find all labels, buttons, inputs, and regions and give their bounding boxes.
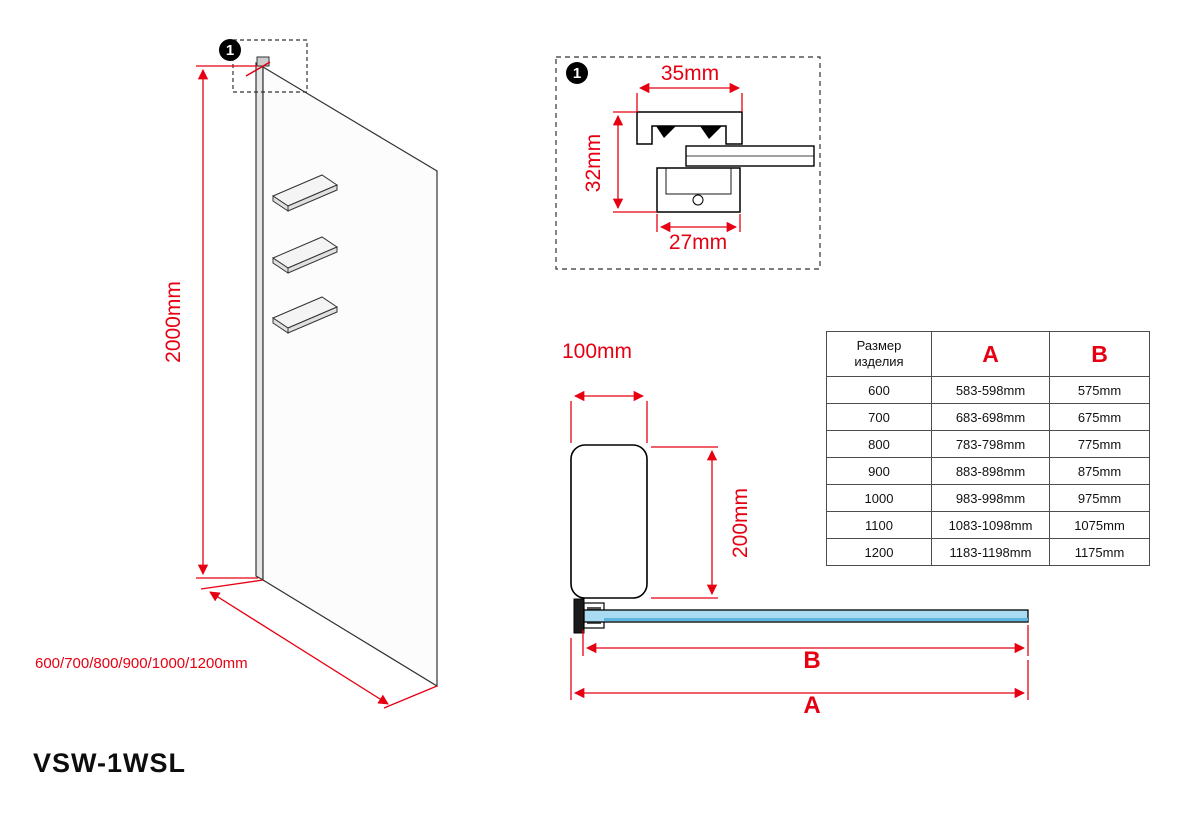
channel-tab-right: [700, 126, 722, 139]
cell-size: 900: [826, 457, 932, 485]
detail-callout-circle: [566, 62, 588, 84]
table-row: 1200 1183-1198mm 1175mm: [826, 538, 1150, 566]
table-row: 1000 983-998mm 975mm: [826, 484, 1150, 512]
cell-size: 600: [826, 376, 932, 404]
detail-dashed-box: [555, 56, 821, 270]
size-table-header: Размер изделия A B: [826, 331, 1150, 377]
profile-top-cap: [256, 56, 270, 67]
height-label: 2000mm: [162, 281, 185, 363]
dim-27-label: 27mm: [669, 231, 727, 254]
cell-a: 1183-1198mm: [931, 538, 1050, 566]
dim-100-label: 100mm: [562, 340, 632, 363]
table-row: 700 683-698mm 675mm: [826, 403, 1150, 431]
dim-width: [200, 579, 438, 709]
wall-channel-section: [636, 111, 743, 145]
cell-a: 1083-1098mm: [931, 511, 1050, 539]
profile-plan-body: [570, 444, 648, 599]
cell-size: 700: [826, 403, 932, 431]
cell-b: 775mm: [1049, 430, 1150, 458]
product-model-title: VSW-1WSL: [33, 748, 186, 778]
cell-a: 683-698mm: [931, 403, 1050, 431]
cell-size: 800: [826, 430, 932, 458]
cell-b: 1075mm: [1049, 511, 1150, 539]
cell-a: 583-598mm: [931, 376, 1050, 404]
dim-35-label: 35mm: [661, 62, 719, 85]
detail-callout-number: 1: [573, 65, 581, 82]
header-col-b: B: [1049, 331, 1150, 377]
callout-number: 1: [226, 42, 234, 59]
size-table: Размер изделия A B 600 583-598mm 575mm 7…: [826, 331, 1150, 566]
plan-view: 100mm 200mm B: [562, 340, 1029, 719]
cell-a: 983-998mm: [931, 484, 1050, 512]
cell-b: 1175mm: [1049, 538, 1150, 566]
front-view: 1 2000mm 600/700/800/900/1000/1200mm: [35, 39, 438, 709]
cell-b: 975mm: [1049, 484, 1150, 512]
cell-size: 1100: [826, 511, 932, 539]
width-label: 600/700/800/900/1000/1200mm: [35, 655, 248, 672]
cell-b: 675mm: [1049, 403, 1150, 431]
detail-view: 1 35mm 32mm 27mm: [555, 56, 821, 270]
channel-tab-left: [656, 126, 676, 138]
table-row: 900 883-898mm 875mm: [826, 457, 1150, 485]
dim-35: [636, 82, 743, 112]
cell-size: 1200: [826, 538, 932, 566]
dim-200-label: 200mm: [729, 488, 752, 558]
cell-a: 883-898mm: [931, 457, 1050, 485]
dim-32: [612, 111, 657, 213]
header-col-a: A: [931, 331, 1050, 377]
table-row: 600 583-598mm 575mm: [826, 376, 1150, 404]
dim-height: [196, 65, 258, 579]
dim-32-label: 32mm: [582, 134, 605, 192]
shelf-3: [271, 296, 339, 334]
glass-plan-stripe: [604, 618, 1028, 621]
clamp-screw: [692, 194, 704, 206]
cell-size: 1000: [826, 484, 932, 512]
callout-circle: [219, 39, 241, 61]
shelf-1: [271, 174, 339, 212]
dim-27: [656, 214, 741, 233]
shelf-2: [271, 236, 339, 274]
table-row: 800 783-798mm 775mm: [826, 430, 1150, 458]
cell-a: 783-798mm: [931, 430, 1050, 458]
wall-profile: [255, 61, 264, 582]
glass-panel: [262, 65, 438, 688]
cell-b: 575mm: [1049, 376, 1150, 404]
dim-a: [570, 638, 1029, 700]
dim-a-label: A: [803, 692, 820, 719]
callout-tick: [245, 61, 271, 77]
cell-b: 875mm: [1049, 457, 1150, 485]
dim-200: [651, 446, 718, 599]
dim-b-label: B: [803, 647, 820, 674]
dim-b: [582, 625, 1029, 656]
header-size: Размер изделия: [826, 331, 932, 377]
dim-100: [570, 390, 648, 443]
table-row: 1100 1083-1098mm 1075mm: [826, 511, 1150, 539]
